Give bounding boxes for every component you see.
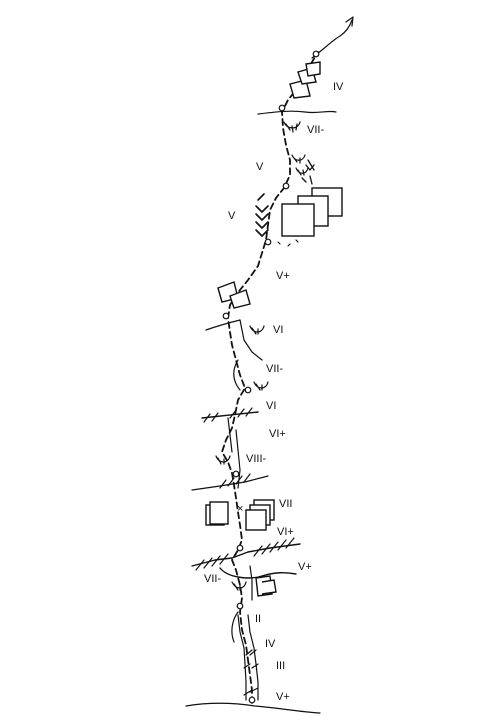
- block-left-back: [209, 501, 229, 525]
- grade-label: IV: [265, 638, 276, 650]
- crack-vi-plus: [227, 417, 233, 453]
- grade-label: VII-: [204, 573, 221, 585]
- upper-block-2: [229, 289, 251, 309]
- grade-label: VIII-: [246, 453, 267, 465]
- crack-ii: [231, 611, 239, 643]
- grade-label: VI: [273, 324, 283, 336]
- grade-label: V: [228, 210, 236, 222]
- route-line: [221, 51, 319, 704]
- big-block-1: [281, 203, 315, 237]
- ledge-mid-hatch: [219, 473, 251, 489]
- roof-ledge: [191, 543, 301, 567]
- grade-label: VI: [266, 400, 276, 412]
- crack-iv: [249, 565, 253, 601]
- grade-label: IV: [333, 81, 344, 93]
- lower-crack: [237, 614, 247, 701]
- grade-label: VI+: [277, 526, 294, 538]
- grade-label: II: [255, 613, 261, 625]
- top-ledge: [257, 110, 337, 115]
- belay-stations: [222, 50, 320, 704]
- grade-label: V+: [276, 270, 290, 282]
- crack-vi-a: [205, 319, 241, 331]
- piton-marks: [215, 121, 309, 591]
- grade-label: VI+: [269, 428, 286, 440]
- roof-hatch: [195, 537, 295, 571]
- grade-label: V+: [276, 691, 290, 703]
- grade-label: VII-: [307, 124, 324, 136]
- grade-label: V+: [298, 561, 312, 573]
- grade-label: VII: [279, 498, 292, 510]
- grade-label: III: [276, 660, 285, 672]
- ledge-vi-hatch: [203, 407, 253, 423]
- ground-line: [185, 702, 321, 714]
- bolt-cross: ×: [237, 503, 243, 515]
- ledge-mid: [191, 475, 269, 491]
- top-block-3: [305, 61, 321, 77]
- chimney-marks-lower: [243, 649, 259, 696]
- lower-crack-right: [247, 614, 259, 701]
- crack-viii: [235, 429, 241, 489]
- chimney-chevrons: [255, 193, 269, 237]
- bolt-marks-top: [301, 159, 315, 185]
- small-block-back: [261, 579, 277, 595]
- debris-dots: [277, 239, 299, 247]
- roof-underside: [219, 567, 297, 579]
- crack-vi-b: [239, 319, 263, 361]
- exit-arrowhead: [345, 16, 354, 27]
- block-right-1: [245, 509, 267, 531]
- grade-label: VII-: [266, 363, 283, 375]
- exit-arrow: [311, 19, 353, 59]
- crack-vii-minus: [233, 359, 241, 391]
- grade-label: V: [256, 161, 264, 173]
